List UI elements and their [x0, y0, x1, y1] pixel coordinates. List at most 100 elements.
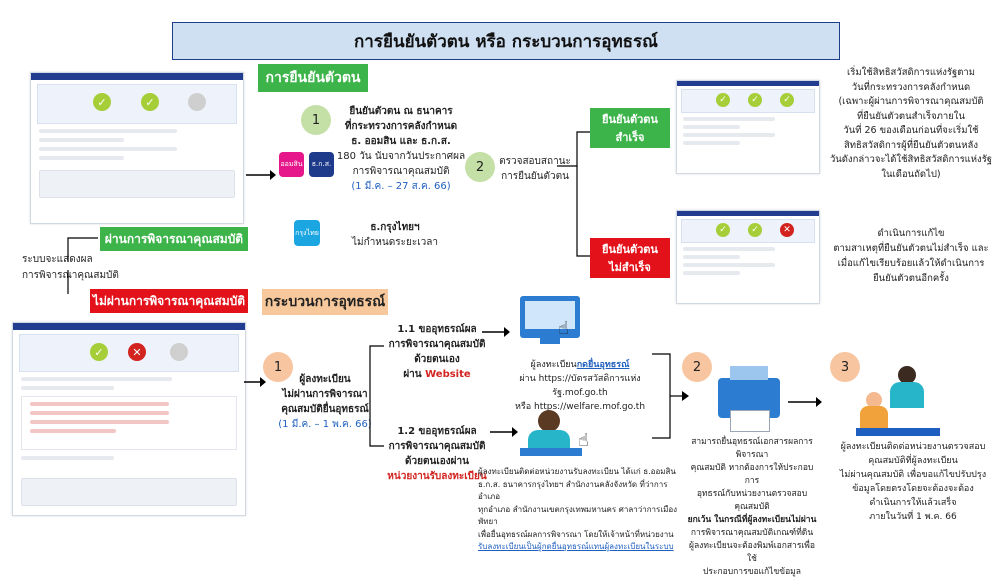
system-note: ระบบจะแสดงผล การพิจารณาคุณสมบัติ: [22, 252, 119, 284]
website-info-prefix: ผู้ลงทะเบียน: [530, 360, 577, 370]
check-icon: ✓: [716, 93, 730, 107]
appeal-step1-number-text: 1: [273, 359, 283, 375]
verify-fail-line2: ไม่สำเร็จ: [609, 261, 651, 274]
appeal-step2-line: การพิจารณาคุณสมบัติเกณฑ์ที่ดิน: [690, 528, 814, 538]
verify-step1-line5: การพิจารณาคุณสมบัติ: [352, 166, 450, 177]
computer-stand: [540, 338, 560, 344]
appeal-step1-line3: คุณสมบัติยื่นอุทธรณ์: [281, 404, 369, 415]
fail-screenshot: ✓ ✓ ✕: [676, 210, 820, 304]
appeal-step3-number-text: 3: [840, 359, 850, 375]
option-website-line3: ด้วยตนเอง: [414, 354, 460, 365]
success-desc-line: วันที่ 26 ของเดือนก่อนที่จะเริ่มใช้: [843, 125, 979, 136]
success-desc-line: วันดังกล่าวจะได้ใช้สิทธิสวัสดิการแห่งรัฐ: [829, 154, 993, 165]
option-agency-line3: ด้วยตนเองผ่าน: [405, 456, 469, 467]
verify-step2-text: ตรวจสอบสถานะ การยืนยันตัวตน: [490, 154, 580, 184]
option-agency-line1: 1.2 ขออุทธรณ์ผล: [397, 426, 477, 437]
verify-step1-dates: (1 มี.ค. – 27 ส.ค. 66): [351, 181, 451, 192]
fail-description: ดำเนินการแก้ไข ตามสาเหตุที่ยืนยันตัวตนไม…: [822, 226, 1000, 286]
passed-label: ผ่านการพิจารณาคุณสมบัติ: [100, 227, 248, 251]
appeal-step2-line: อุทธรณ์กับหน่วยงานตรวจสอบคุณสมบัติ: [696, 489, 808, 512]
printer-paper-out: [730, 410, 770, 432]
appeal-step2-number-text: 2: [692, 359, 702, 375]
success-description: เริ่มใช้สิทธิสวัสดิการแห่งรัฐตาม วันที่ก…: [822, 66, 1000, 182]
appeal-step1-line2: ไม่ผ่านการพิจารณา: [282, 389, 368, 400]
officer-head-icon: [898, 366, 916, 384]
agency-info-line: เพื่อยื่นอุทธรณ์ผลการพิจารณา โดยให้เจ้าห…: [478, 529, 674, 539]
arrow-right-icon: [246, 170, 276, 180]
website-info: ผู้ลงทะเบียนกดยื่นอุทธรณ์ ผ่าน https://บ…: [500, 358, 660, 414]
verify-section-label: การยืนยันตัวตน: [258, 64, 368, 92]
website-info-link[interactable]: กดยื่นอุทธรณ์: [576, 360, 630, 370]
verify-step1-line1: ยืนยันตัวตน ณ ธนาคาร: [349, 106, 453, 117]
appeal-step3-line: ข้อมูลโดยตรงโดยจะต้องจะต้อง: [852, 484, 974, 494]
agency-info-line: รับลงทะเบียนเป็นผู้กดยื่นอุทธรณ์แทนผู้ลง…: [478, 542, 674, 551]
status-steps: ✓ ✓: [37, 84, 237, 124]
check-icon: ✓: [93, 93, 111, 111]
ktb-note: ไม่กำหนดระยะเวลา: [352, 237, 438, 248]
verify-step2-number: 2: [465, 152, 495, 182]
printer-paper-top: [730, 366, 768, 380]
verify-success-label: ยืนยันตัวตน สำเร็จ: [590, 108, 670, 148]
gsb-logo: ออมสิน: [279, 152, 304, 177]
success-screenshot: ✓ ✓ ✓: [676, 80, 820, 174]
appeal-option-website: 1.1 ขออุทธรณ์ผล การพิจารณาคุณสมบัติ ด้วย…: [382, 322, 492, 382]
website-info-url2: หรือ https://welfare.mof.go.th: [514, 402, 646, 412]
desk-icon: [520, 448, 582, 456]
success-desc-line: (เฉพาะผู้ผ่านการพิจารณาคุณสมบัติ: [838, 96, 984, 107]
appeal-step1-number: 1: [263, 352, 293, 382]
appeal-step3-text: ผู้ลงทะเบียนติดต่อหน่วยงานตรวจสอบ คุณสมบ…: [826, 440, 1000, 524]
verify-step1-line2: ที่กระทรวงการคลังกำหนด: [344, 121, 458, 132]
agency-info: ผู้ลงทะเบียนติดต่อหน่วยงานรับลงทะเบียน ไ…: [478, 466, 678, 554]
page-title-text: การยืนยันตัวตน หรือ กระบวนการอุทธรณ์: [354, 31, 658, 52]
option-website-line1: 1.1 ขออุทธรณ์ผล: [397, 324, 477, 335]
appeal-section-label: กระบวนการอุทธรณ์: [262, 289, 388, 315]
option-agency-line4: หน่วยงานรับลงทะเบียน: [387, 471, 487, 482]
cursor-hand-icon: ☝: [578, 430, 589, 451]
computer-icon: [520, 296, 580, 338]
verify-step1-line3: ธ. ออมสิน และ ธ.ก.ส.: [351, 136, 451, 147]
success-desc-line: ที่ยืนยันตัวตนสำเร็จภายใน: [857, 110, 965, 122]
ktb-text: ธ.กรุงไทยฯ ไม่กำหนดระยะเวลา: [350, 220, 440, 250]
passed-result-screenshot: ✓ ✓: [30, 72, 244, 224]
ktb-logo-text: กรุงไทย: [295, 228, 319, 237]
success-desc-line: ในเดือนถัดไป): [881, 168, 941, 180]
citizen-body-icon: [860, 406, 888, 430]
appeal-step2-line: ยกเว้น ในกรณีที่ผู้ลงทะเบียนไม่ผ่าน: [687, 515, 817, 525]
website-info-url1: ผ่าน https://บัตรสวัสดิการแห่งรัฐ.mof.go…: [519, 374, 641, 398]
ktb-logo: กรุงไทย: [294, 220, 320, 246]
system-note-line1: ระบบจะแสดงผล: [22, 254, 93, 265]
agency-info-line: ธ.ก.ส. ธนาคารกรุงไทยฯ สำนักงานคลังจังหวั…: [478, 479, 668, 502]
agency-info-line: ผู้ลงทะเบียนติดต่อหน่วยงานรับลงทะเบียน ไ…: [478, 467, 676, 476]
appeal-step2-line: สามารถยื่นอุทธรณ์เอกสารผลการพิจารณา: [691, 437, 813, 460]
appeal-step2-line: คุณสมบัติ หากต้องการให้ประกอบการ: [690, 463, 814, 486]
desk-icon: [856, 428, 940, 436]
x-icon: ✕: [128, 343, 146, 361]
verify-fail-label: ยืนยันตัวตน ไม่สำเร็จ: [590, 238, 670, 278]
x-icon: ✕: [780, 223, 794, 237]
appeal-step3-line: ภายในวันที่ 1 พ.ค. 66: [869, 512, 957, 522]
agency-info-line: ทุกอำเภอ สำนักงานเขตกรุงเทพมหานคร ศาลาว่…: [478, 504, 678, 527]
appeal-step1-dates: (1 มี.ค. – 1 พ.ค. 66): [278, 419, 372, 430]
officer-body-icon: [528, 430, 570, 452]
page-title: การยืนยันตัวตน หรือ กระบวนการอุทธรณ์: [172, 22, 840, 60]
verify-step2-number-text: 2: [475, 159, 485, 175]
verify-step1-number: 1: [301, 105, 331, 135]
system-note-line2: การพิจารณาคุณสมบัติ: [22, 270, 119, 281]
fail-desc-line: ดำเนินการแก้ไข: [877, 228, 945, 239]
failed-label-text: ไม่ผ่านการพิจารณาคุณสมบัติ: [92, 293, 246, 308]
appeal-step3-line: ผู้ลงทะเบียนติดต่อหน่วยงานตรวจสอบ: [840, 442, 986, 452]
check-icon: ✓: [748, 223, 762, 237]
appeal-step2-line: ประกอบการขอแก้ไขข้อมูล: [702, 567, 801, 577]
arrow-right-icon: [482, 327, 510, 337]
verify-success-line2: สำเร็จ: [615, 131, 645, 144]
appeal-step1-line1: ผู้ลงทะเบียน: [299, 374, 351, 385]
baac-logo: ธ.ก.ส.: [309, 152, 334, 177]
appeal-step3-line: ดำเนินการให้แล้วเสร็จ: [869, 498, 957, 508]
success-desc-line: เริ่มใช้สิทธิสวัสดิการแห่งรัฐตาม: [847, 67, 975, 78]
option-agency-line2: การพิจารณาคุณสมบัติ: [388, 441, 486, 452]
gsb-logo-text: ออมสิน: [280, 160, 303, 168]
ktb-name: ธ.กรุงไทยฯ: [370, 222, 420, 233]
success-desc-line: วันที่กระทรวงการคลังกำหนด: [851, 81, 971, 93]
appeal-step3-line: ไม่ผ่านคุณสมบัติ เพื่อขอแก้ไขปรับปรุง: [839, 470, 987, 480]
merge-connector: [652, 353, 689, 439]
